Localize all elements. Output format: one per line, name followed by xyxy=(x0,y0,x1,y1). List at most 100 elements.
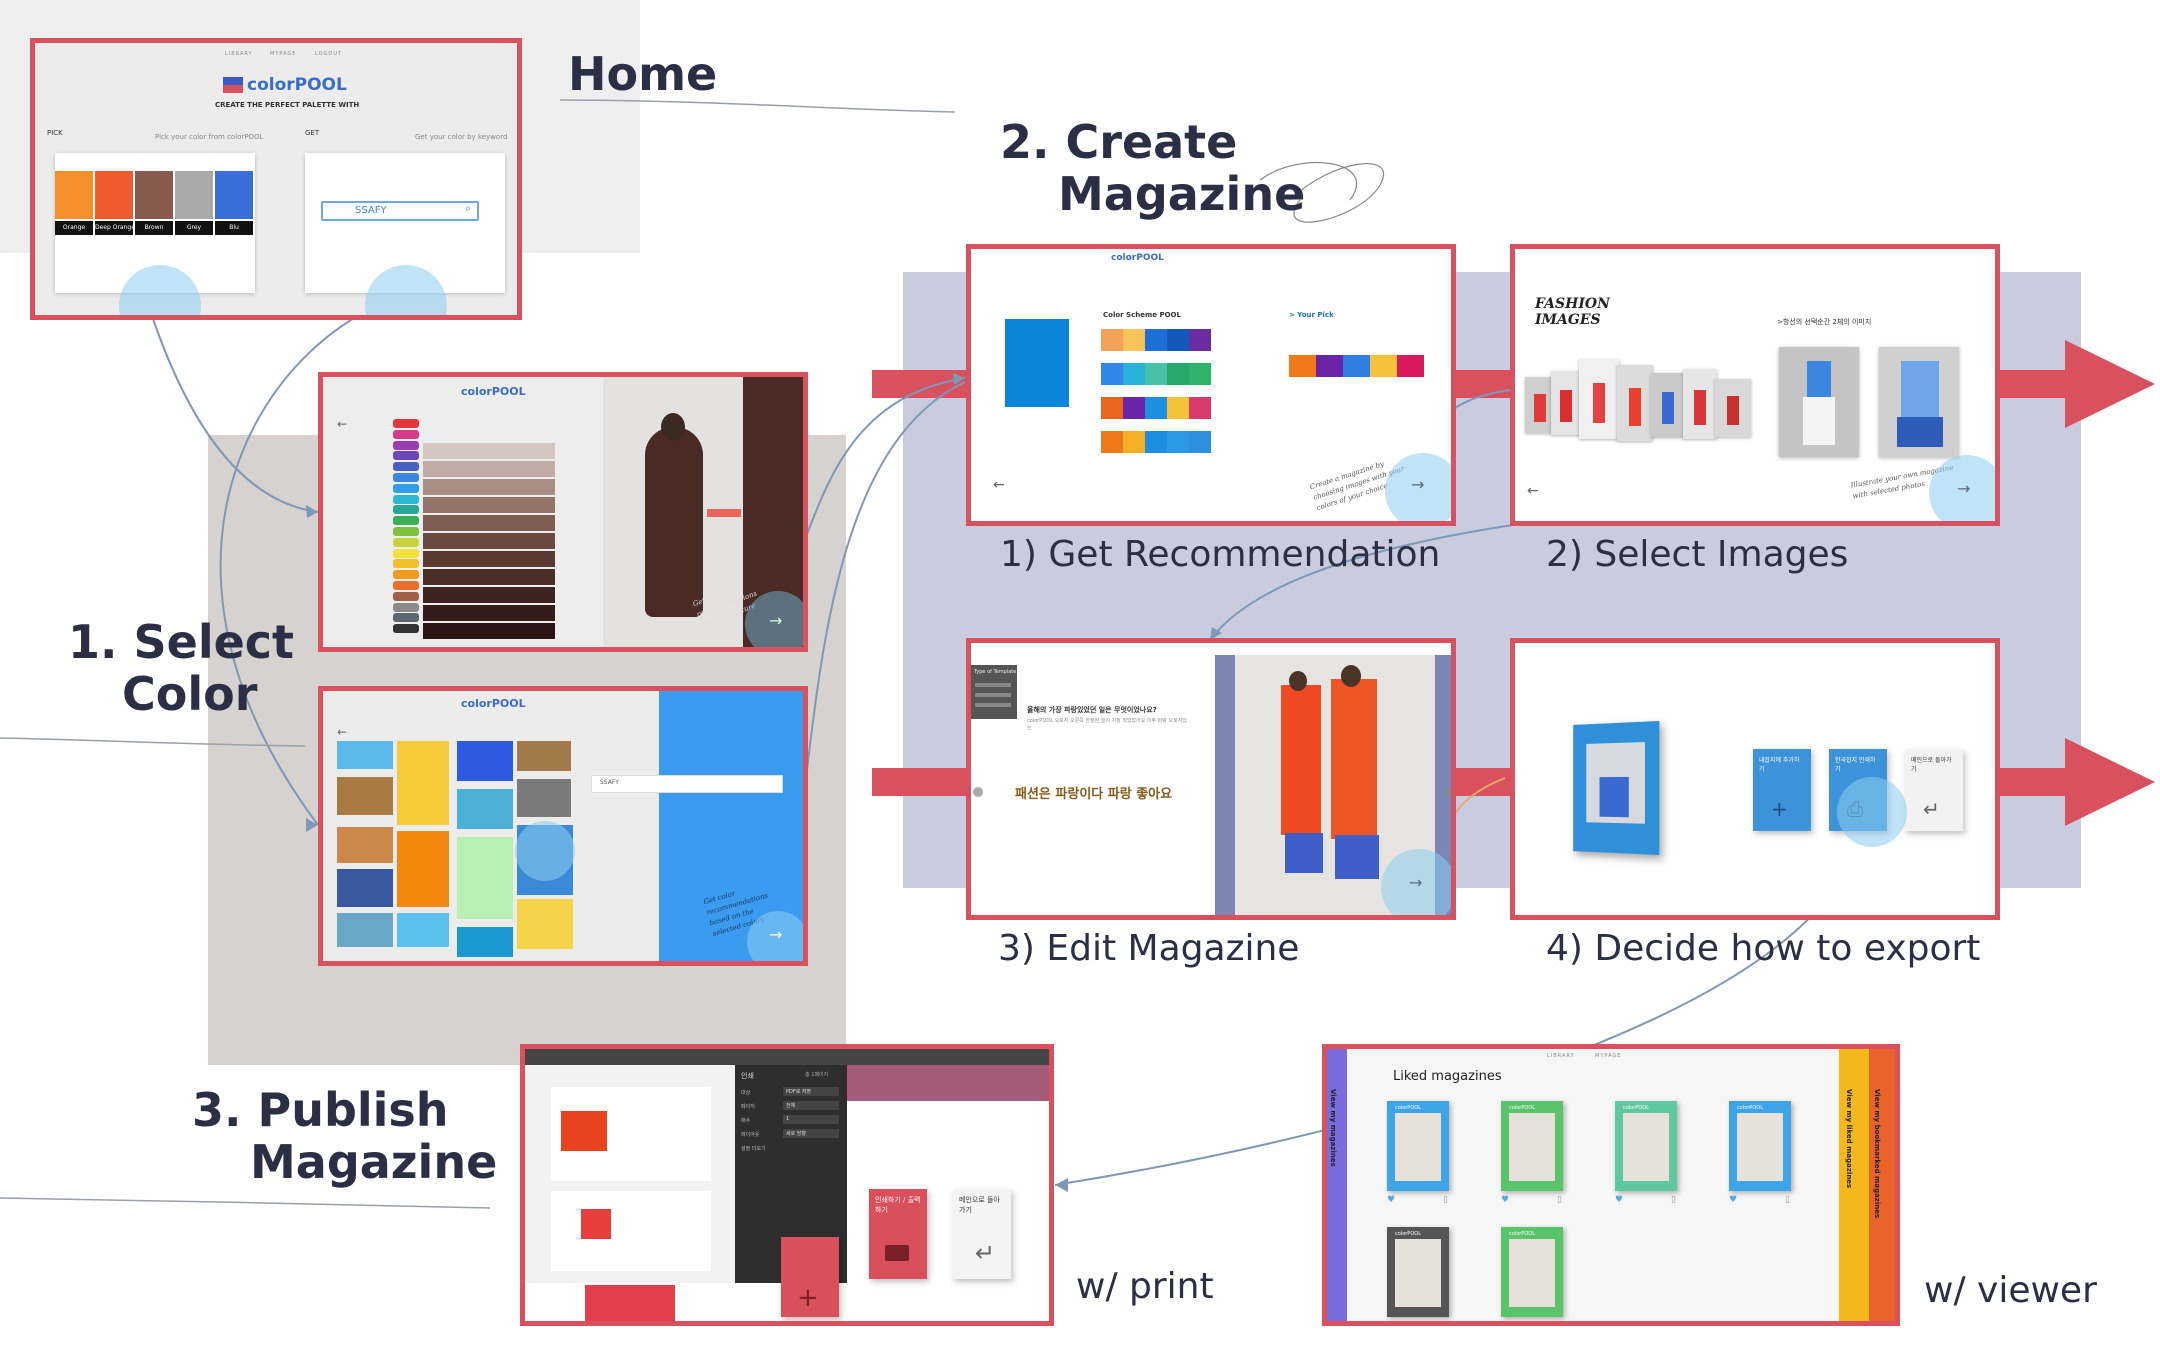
next-arrow-icon[interactable]: → xyxy=(1957,479,1971,498)
palette-swatch[interactable] xyxy=(1101,431,1123,453)
back-arrow-icon[interactable]: ← xyxy=(993,477,1005,493)
liked-magazines-tab[interactable] xyxy=(1839,1049,1869,1321)
keyword-color-tile[interactable] xyxy=(337,741,393,769)
shade-bar[interactable] xyxy=(423,623,555,639)
heart-icon[interactable]: ♥ xyxy=(1501,1195,1510,1205)
heart-icon[interactable]: ♥ xyxy=(1501,1321,1510,1326)
shade-bar[interactable] xyxy=(423,497,555,513)
ladder-color-chip[interactable] xyxy=(393,624,419,634)
ladder-color-chip[interactable] xyxy=(393,429,419,439)
print-print-card[interactable]: 인쇄하기 / 출력하기 xyxy=(869,1189,927,1279)
liked-magazine-cover[interactable]: colorPOOL xyxy=(1387,1227,1449,1317)
ladder-color-chip[interactable] xyxy=(393,613,419,623)
ladder-color-chip[interactable] xyxy=(393,505,419,515)
color-tag[interactable] xyxy=(707,509,741,517)
export-button[interactable]: 내잡지에 추가하기+ xyxy=(1753,749,1811,831)
prev-page-icon[interactable] xyxy=(973,787,983,797)
home-nav-library[interactable]: LIBRARY xyxy=(225,51,253,57)
print-return-card[interactable]: 메인으로 돌아가기 ↵ xyxy=(953,1189,1011,1279)
home-nav-logout[interactable]: LOGOUT xyxy=(315,51,343,57)
palette-swatch[interactable] xyxy=(1189,329,1211,351)
palette-swatch[interactable] xyxy=(1189,431,1211,453)
keyword-color-tile[interactable] xyxy=(397,741,449,825)
home-swatch[interactable] xyxy=(135,171,173,219)
shade-bar[interactable] xyxy=(423,551,555,567)
my-magazines-tab[interactable] xyxy=(1327,1049,1347,1321)
bookmark-icon[interactable]: ▯ xyxy=(1557,1321,1562,1326)
palette-swatch[interactable] xyxy=(1167,431,1189,453)
print-destination-select[interactable]: PDF로 저장 xyxy=(783,1087,839,1096)
fashion-thumbnail[interactable] xyxy=(1617,365,1653,441)
palette-swatch[interactable] xyxy=(1145,397,1167,419)
home-swatch[interactable] xyxy=(215,171,253,219)
shade-bar[interactable] xyxy=(423,461,555,477)
ladder-color-chip[interactable] xyxy=(393,451,419,461)
picked-swatch[interactable] xyxy=(1289,355,1316,377)
next-arrow-icon[interactable]: → xyxy=(1409,873,1423,892)
ladder-color-chip[interactable] xyxy=(393,559,419,569)
keyword-color-tile[interactable] xyxy=(517,741,571,771)
ladder-color-chip[interactable] xyxy=(393,419,419,428)
picked-swatch[interactable] xyxy=(1370,355,1397,377)
back-arrow-icon[interactable]: ← xyxy=(1527,483,1539,499)
shade-bar[interactable] xyxy=(423,569,555,585)
palette-swatch[interactable] xyxy=(1101,329,1123,351)
heart-icon[interactable]: ♥ xyxy=(1729,1195,1738,1205)
bookmark-icon[interactable]: ▯ xyxy=(1557,1195,1562,1205)
palette-swatch[interactable] xyxy=(1123,397,1145,419)
keyword-color-tile[interactable] xyxy=(457,789,513,829)
next-arrow-icon[interactable]: → xyxy=(1411,475,1425,494)
keyword-color-tile[interactable] xyxy=(457,837,513,919)
home-swatch[interactable] xyxy=(55,171,93,219)
shade-bar[interactable] xyxy=(423,605,555,621)
template-menu[interactable]: Type of Template xyxy=(971,665,1017,719)
palette-swatch[interactable] xyxy=(1167,397,1189,419)
ladder-color-chip[interactable] xyxy=(393,548,419,558)
palette-swatch[interactable] xyxy=(1167,329,1189,351)
edit-photo[interactable] xyxy=(1235,655,1435,915)
next-arrow-icon[interactable]: → xyxy=(769,925,783,944)
fashion-thumbnail[interactable] xyxy=(1683,369,1717,439)
shade-bar[interactable] xyxy=(423,443,555,459)
keyword-color-tile[interactable] xyxy=(337,827,393,863)
ladder-color-chip[interactable] xyxy=(393,537,419,547)
export-button[interactable]: 메인으로 돌아가기↵ xyxy=(1905,749,1963,831)
palette-swatch[interactable] xyxy=(1189,397,1211,419)
next-arrow-icon[interactable]: → xyxy=(769,611,783,630)
bookmark-icon[interactable]: ▯ xyxy=(1443,1195,1448,1205)
ladder-color-chip[interactable] xyxy=(393,516,419,526)
ladder-color-chip[interactable] xyxy=(393,440,419,450)
picked-swatch[interactable] xyxy=(1397,355,1424,377)
print-copies-input[interactable]: 1 xyxy=(783,1115,839,1124)
selected-image-2[interactable] xyxy=(1879,347,1959,457)
ladder-color-chip[interactable] xyxy=(393,473,419,482)
ladder-color-chip[interactable] xyxy=(393,483,419,493)
bookmarked-magazines-tab[interactable] xyxy=(1869,1049,1895,1321)
liked-magazine-cover[interactable]: colorPOOL xyxy=(1501,1101,1563,1191)
print-layout-select[interactable]: 세로 방향 xyxy=(783,1129,839,1138)
back-arrow-icon[interactable]: ← xyxy=(337,725,348,739)
picked-swatch[interactable] xyxy=(1343,355,1370,377)
ladder-color-chip[interactable] xyxy=(393,581,419,590)
fashion-thumbnail[interactable] xyxy=(1551,371,1581,435)
palette-swatch[interactable] xyxy=(1101,363,1123,385)
liked-magazine-cover[interactable]: colorPOOL xyxy=(1615,1101,1677,1191)
print-add-card[interactable]: + xyxy=(781,1237,839,1317)
keyword-color-tile[interactable] xyxy=(457,927,513,957)
keyword-color-tile[interactable] xyxy=(397,913,449,947)
home-nav-mypage[interactable]: MYPAGE xyxy=(270,51,297,57)
print-pages-select[interactable]: 전체 xyxy=(783,1101,839,1110)
bookmark-icon[interactable]: ▯ xyxy=(1443,1321,1448,1326)
liked-magazine-cover[interactable]: colorPOOL xyxy=(1729,1101,1791,1191)
print-row-more[interactable]: 설정 더보기 xyxy=(741,1146,766,1152)
keyword-color-tile[interactable] xyxy=(457,741,513,781)
ladder-color-chip[interactable] xyxy=(393,462,419,472)
liked-nav-mypage[interactable]: MYPAGE xyxy=(1595,1053,1622,1059)
fashion-thumbnail[interactable] xyxy=(1579,359,1619,439)
shade-bar[interactable] xyxy=(423,533,555,549)
keyword-color-tile[interactable] xyxy=(337,777,393,815)
keyword-color-tile[interactable] xyxy=(337,869,393,907)
bookmark-icon[interactable]: ▯ xyxy=(1785,1195,1790,1205)
palette-swatch[interactable] xyxy=(1145,431,1167,453)
picked-swatch[interactable] xyxy=(1316,355,1343,377)
